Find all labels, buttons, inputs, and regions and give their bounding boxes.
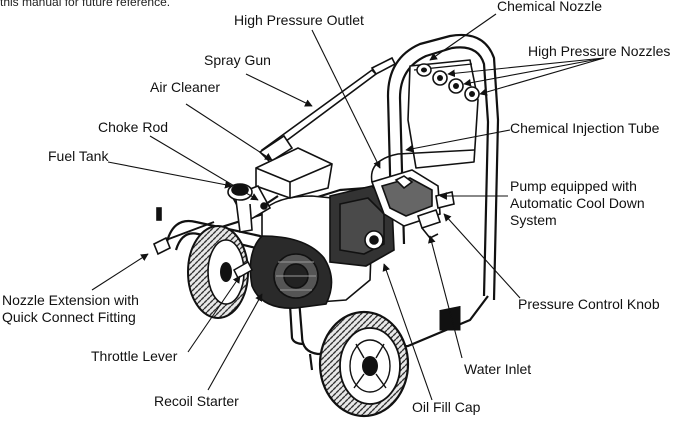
- left-wheel: [187, 225, 249, 319]
- throttle-lever: [233, 260, 253, 280]
- label-high-pressure-outlet: High Pressure Outlet: [234, 12, 364, 28]
- label-oil-fill-cap: Oil Fill Cap: [412, 399, 481, 415]
- label-nozzle-extension: Nozzle Extension with Quick Connect Fitt…: [2, 292, 139, 325]
- high-pressure-nozzle-holders: [416, 63, 480, 102]
- callout-lines: [91, 13, 605, 401]
- header-note: this manual for future reference.: [0, 0, 171, 9]
- label-pressure-control-knob: Pressure Control Knob: [518, 296, 660, 312]
- nozzle-extension: [152, 207, 215, 256]
- label-spray-gun: Spray Gun: [204, 52, 271, 68]
- label-water-inlet: Water Inlet: [464, 361, 532, 377]
- rear-foot: [439, 306, 461, 331]
- label-air-cleaner: Air Cleaner: [150, 79, 221, 95]
- label-chemical-injection-tube: Chemical Injection Tube: [510, 120, 660, 136]
- label-fuel-tank: Fuel Tank: [48, 148, 109, 164]
- label-recoil-starter: Recoil Starter: [154, 393, 239, 409]
- label-throttle-lever: Throttle Lever: [91, 348, 178, 364]
- label-pump: Pump equipped with Automatic Cool Down S…: [510, 178, 645, 228]
- label-chemical-nozzle: Chemical Nozzle: [497, 0, 603, 14]
- label-choke-rod: Choke Rod: [98, 119, 169, 135]
- spray-gun: [258, 56, 397, 164]
- front-wheel: [318, 310, 410, 418]
- label-high-pressure-nozzles: High Pressure Nozzles: [528, 43, 671, 59]
- pump: [329, 169, 455, 267]
